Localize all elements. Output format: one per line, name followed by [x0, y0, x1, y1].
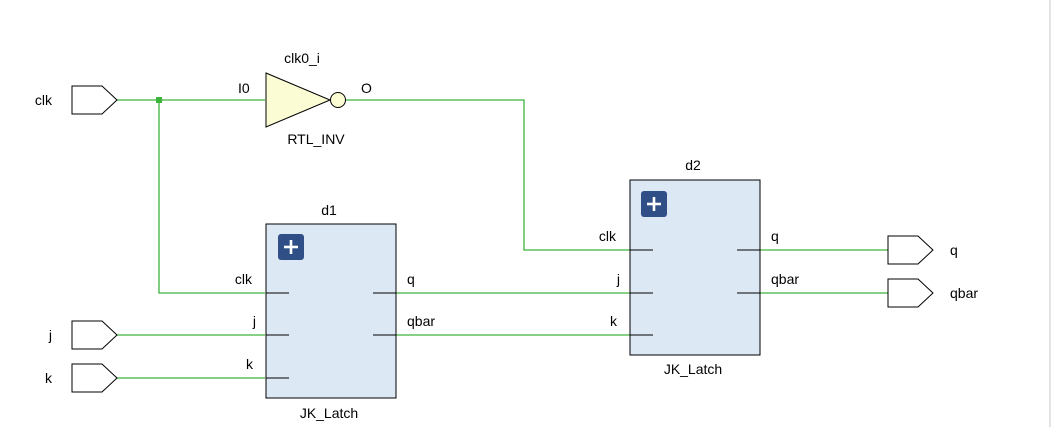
port-label-q: q — [950, 242, 958, 258]
block-d2-pin-qbar: qbar — [771, 271, 799, 287]
block-d2-type: JK_Latch — [664, 361, 722, 377]
block-d1-pin-k: k — [246, 356, 254, 372]
block-d2-pin-q: q — [771, 228, 779, 244]
inverter-type: RTL_INV — [287, 131, 345, 147]
port-label-k: k — [45, 370, 53, 386]
block-d1-pin-j: j — [252, 313, 256, 329]
inverter-bubble — [330, 92, 346, 108]
net-clk[interactable] — [117, 97, 265, 294]
inverter-pin-in: I0 — [238, 80, 250, 96]
net-junction — [156, 97, 162, 103]
block-d1-pin-clk: clk — [235, 271, 253, 287]
block-d1-instance-name: d1 — [321, 202, 337, 218]
block-d1-type: JK_Latch — [300, 405, 358, 421]
block-d1-pin-qbar: qbar — [407, 313, 435, 329]
input-port-j[interactable]: j — [48, 320, 118, 350]
block-d2[interactable]: d2 clk j k q qbar JK_Latch — [599, 157, 799, 377]
plus-icon[interactable] — [278, 234, 304, 260]
block-d1-body — [265, 223, 397, 399]
block-d2-instance-name: d2 — [685, 157, 701, 173]
block-d2-pin-k: k — [610, 313, 618, 329]
port-label-qbar: qbar — [950, 285, 978, 301]
inverter-instance-name: clk0_i — [284, 50, 320, 66]
port-label-j: j — [48, 327, 52, 343]
output-port-qbar[interactable]: qbar — [887, 278, 978, 308]
block-d2-pin-clk: clk — [599, 228, 617, 244]
port-label-clk: clk — [35, 92, 53, 108]
input-port-clk[interactable]: clk — [35, 85, 118, 115]
inverter-clk0_i[interactable]: clk0_i I0 O RTL_INV — [238, 50, 372, 147]
block-d1-pin-q: q — [407, 271, 415, 287]
net-clk0[interactable] — [346, 99, 630, 251]
plus-icon[interactable] — [641, 191, 667, 217]
inverter-triangle — [265, 72, 332, 128]
block-d1[interactable]: d1 clk j k q qbar JK_Latch — [235, 202, 435, 421]
inverter-pin-out: O — [361, 80, 372, 96]
output-port-q[interactable]: q — [887, 235, 958, 265]
input-port-k[interactable]: k — [45, 363, 118, 393]
block-d2-pin-j: j — [616, 271, 620, 287]
